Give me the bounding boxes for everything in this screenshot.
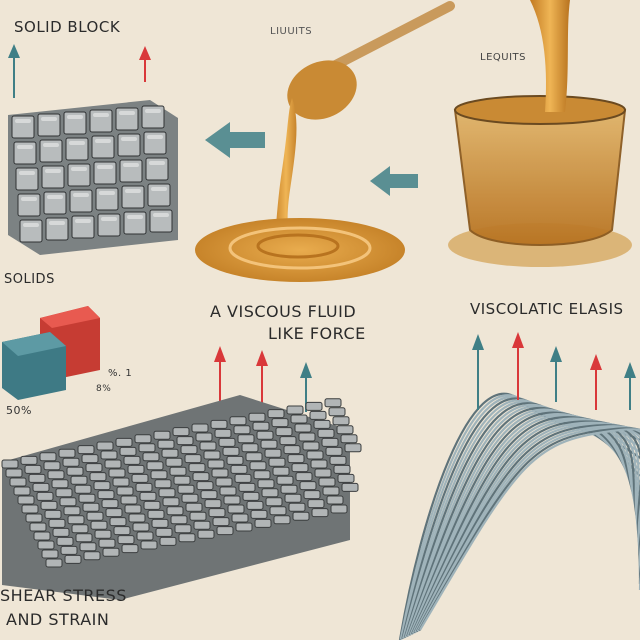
viscous-fluid-label-line2: LIKE FORCE: [268, 324, 366, 343]
percent-label: 50%: [6, 404, 32, 417]
viscoelastic-fibers: [398, 392, 640, 640]
up-arrow-icon: [550, 346, 562, 402]
left-arrow-icon: [205, 122, 265, 158]
solid-block-label: SOLID BLOCK: [14, 18, 121, 36]
percent-label: %. 1: [108, 368, 133, 379]
solid-block: [8, 100, 178, 255]
liquids-top-label: LIUUITS: [270, 26, 313, 37]
up-arrow-icon: [256, 350, 268, 410]
up-arrow-icon: [139, 46, 151, 82]
shear-strain-label: AND STRAIN: [6, 610, 110, 629]
shear-slab: [1, 395, 362, 600]
up-arrow-icon: [512, 332, 524, 400]
up-arrow-icon: [624, 362, 636, 410]
left-arrow-icon: [370, 166, 418, 196]
viscoelastic-label: VISCOLATIC ELASIS: [470, 300, 624, 318]
viscous-fluid-label: A VISCOUS FLUID: [210, 302, 357, 321]
up-arrow-icon: [472, 334, 484, 410]
honey-dipper: [195, 1, 455, 282]
up-arrow-icon: [8, 44, 20, 98]
honey-glass: [448, 0, 632, 267]
solids-label: SOLIDS: [4, 272, 55, 287]
small-cubes: [2, 306, 100, 400]
liquids-right-label: LEQUITS: [480, 52, 526, 63]
percent-label: 8%: [96, 384, 112, 394]
up-arrow-icon: [590, 354, 602, 410]
shear-stress-label: SHEAR STRESS: [0, 586, 127, 605]
